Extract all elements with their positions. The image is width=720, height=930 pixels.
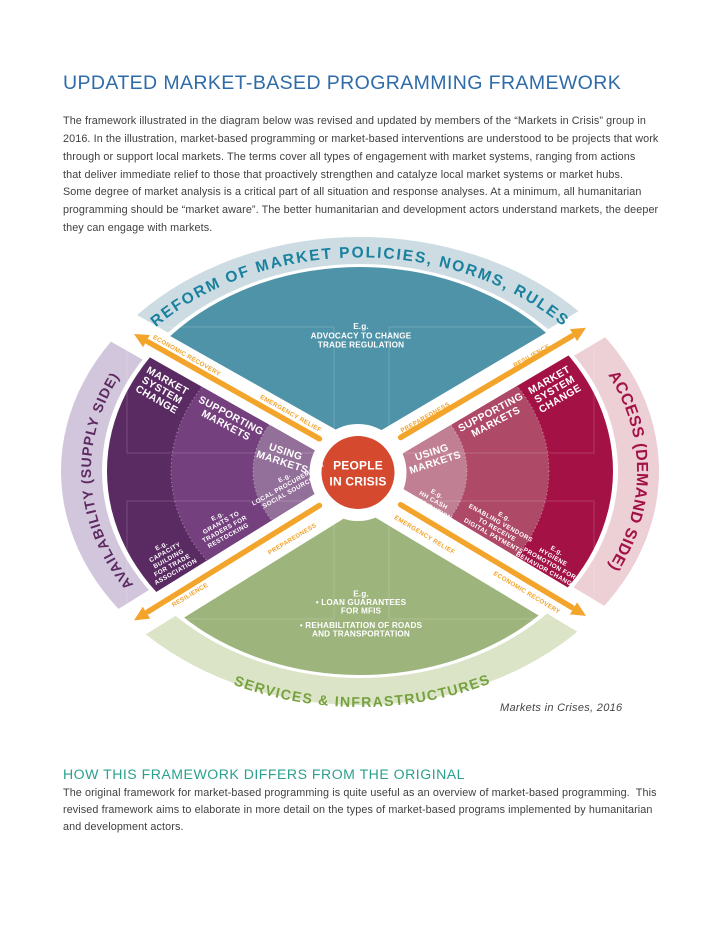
svg-text:• REHABILITATION OF ROADSAND T: • REHABILITATION OF ROADSAND TRANSPORTAT… <box>300 621 423 639</box>
svg-text:PEOPLEIN CRISIS: PEOPLEIN CRISIS <box>329 459 386 489</box>
svg-text:E.g.ADVOCACY TO CHANGETRADE RE: E.g.ADVOCACY TO CHANGETRADE REGULATION <box>311 322 412 350</box>
svg-text:E.g.• LOAN GUARANTEESFOR MFIS: E.g.• LOAN GUARANTEESFOR MFIS <box>316 589 407 615</box>
